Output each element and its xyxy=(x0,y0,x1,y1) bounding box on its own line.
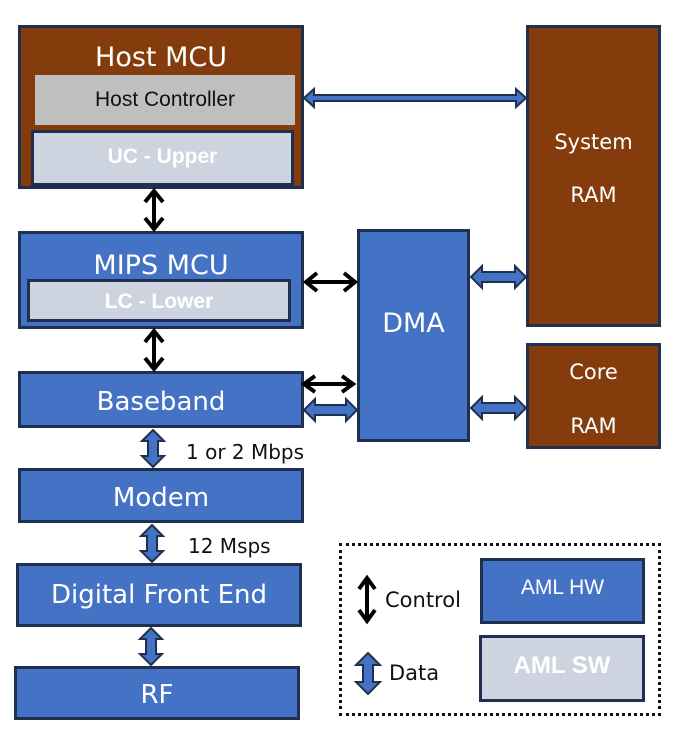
system-ram-line2: RAM xyxy=(570,183,617,207)
data-arrow-dfe-rf xyxy=(137,626,165,667)
data-arrow-baseband-dma xyxy=(302,396,359,424)
data-arrow-baseband-modem xyxy=(139,428,167,469)
lc-lower-block: LC - Lower xyxy=(27,279,291,322)
mips-mcu-block: MIPS MCU LC - Lower xyxy=(18,231,304,329)
system-ram-line1: System xyxy=(554,130,633,154)
legend-control-label: Control xyxy=(385,588,461,612)
modem-block: Modem xyxy=(18,468,304,523)
uc-upper-block: UC - Upper xyxy=(31,130,294,186)
data-arrow-dma-systemram xyxy=(469,263,528,291)
rf-label: RF xyxy=(140,680,174,710)
legend-aml-sw-label: AML SW xyxy=(513,652,611,679)
mips-mcu-title: MIPS MCU xyxy=(93,250,229,281)
core-ram-line2: RAM xyxy=(570,414,617,438)
modem-dfe-rate-label: 12 Msps xyxy=(188,534,271,558)
dma-label: DMA xyxy=(382,308,445,339)
digital-front-end-label: Digital Front End xyxy=(50,580,268,610)
host-controller-label: Host Controller xyxy=(94,88,236,111)
core-ram-block: Core RAM xyxy=(526,343,661,449)
lc-lower-label: LC - Lower xyxy=(104,290,214,313)
data-arrow-host-systemram xyxy=(302,86,528,110)
baseband-modem-rate-label: 1 or 2 Mbps xyxy=(186,440,305,464)
control-arrow-mips-baseband xyxy=(143,327,165,373)
host-mcu-title: Host MCU xyxy=(95,42,227,73)
data-arrow-modem-dfe xyxy=(138,523,166,564)
baseband-block: Baseband xyxy=(18,371,304,428)
control-arrow-host-mips xyxy=(143,187,165,233)
control-arrow-baseband-dma xyxy=(300,374,357,394)
baseband-label: Baseband xyxy=(96,387,226,417)
legend-data-label: Data xyxy=(389,661,440,685)
digital-front-end-block: Digital Front End xyxy=(16,563,302,627)
core-ram-line1: Core xyxy=(569,360,618,384)
dma-block: DMA xyxy=(357,229,470,442)
host-controller-block: Host Controller xyxy=(35,75,295,125)
legend-aml-hw-swatch: AML HW xyxy=(480,558,645,624)
data-arrow-dma-coreram xyxy=(469,394,528,422)
modem-label: Modem xyxy=(112,483,210,513)
control-arrow-mips-dma xyxy=(302,271,359,293)
uc-upper-label: UC - Upper xyxy=(107,145,218,168)
system-ram-block: System RAM xyxy=(526,25,661,327)
rf-block: RF xyxy=(14,666,300,720)
legend-aml-sw-swatch: AML SW xyxy=(479,635,645,702)
host-mcu-block: Host MCU Host Controller UC - Upper xyxy=(18,25,304,189)
legend xyxy=(339,543,661,716)
legend-aml-hw-label: AML HW xyxy=(520,576,605,599)
